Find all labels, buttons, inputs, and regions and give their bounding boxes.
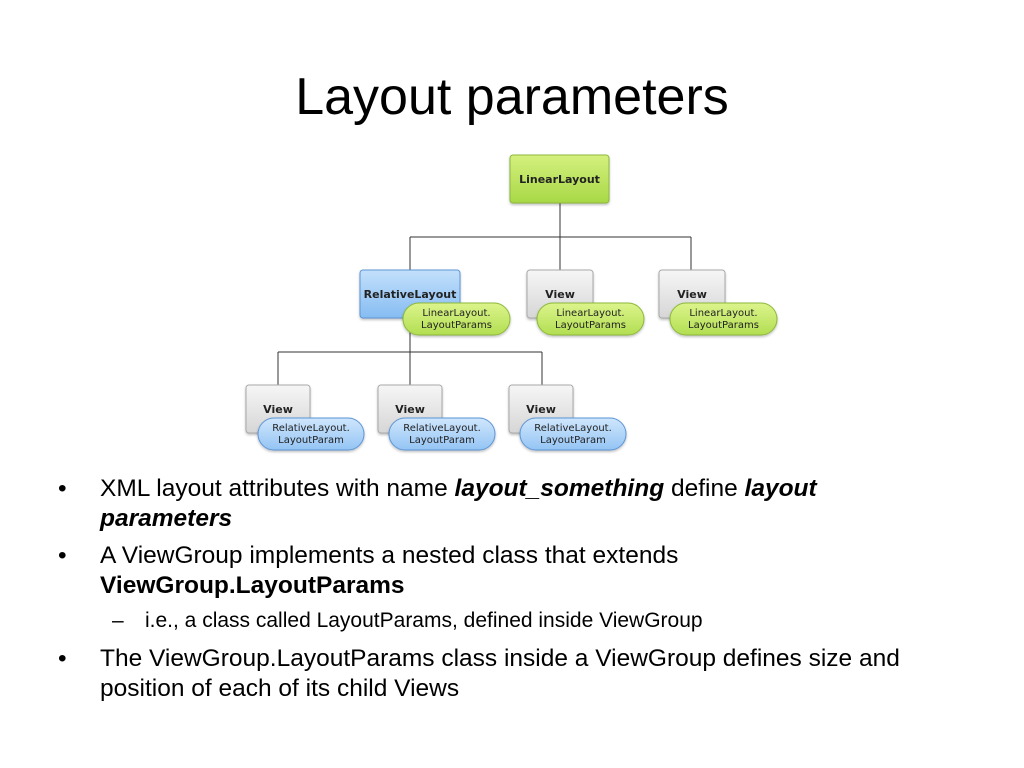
- param-line: LayoutParam: [278, 435, 344, 446]
- param-line: RelativeLayout.: [272, 423, 350, 434]
- param-pill-linearlayout: LinearLayout. LayoutParams: [536, 302, 645, 336]
- param-pill-relativelayout: RelativeLayout. LayoutParam: [519, 417, 627, 451]
- param-line: LayoutParams: [421, 320, 492, 331]
- node-linearlayout-root: LinearLayout: [509, 154, 610, 204]
- param-pill-linearlayout: LinearLayout. LayoutParams: [669, 302, 778, 336]
- text-segment: define: [664, 475, 745, 502]
- param-line: LinearLayout.: [689, 308, 757, 319]
- slide-title: Layout parameters: [295, 68, 729, 126]
- bullet-marker: •: [58, 475, 67, 502]
- bullet-text: A ViewGroup implements a nested class th…: [100, 541, 950, 601]
- param-line: LayoutParam: [409, 435, 475, 446]
- emphasis-term: ViewGroup.LayoutParams: [100, 572, 405, 599]
- node-label: View: [526, 403, 556, 416]
- emphasis-term: layout parameters: [100, 475, 817, 532]
- param-line: LayoutParams: [688, 320, 759, 331]
- connector-lines: [277, 203, 692, 385]
- param-line: LayoutParam: [540, 435, 606, 446]
- param-line: RelativeLayout.: [534, 423, 612, 434]
- param-line: LayoutParams: [555, 320, 626, 331]
- param-pill-relativelayout: RelativeLayout. LayoutParam: [388, 417, 496, 451]
- emphasis-term: layout_something: [454, 475, 665, 502]
- text-segment: A ViewGroup implements a nested class th…: [100, 542, 679, 569]
- node-label: View: [545, 288, 575, 301]
- sub-bullet-marker: –: [112, 609, 124, 632]
- param-line: RelativeLayout.: [403, 423, 481, 434]
- param-line: LinearLayout.: [422, 308, 490, 319]
- param-line: LinearLayout.: [556, 308, 624, 319]
- param-pill-relativelayout: RelativeLayout. LayoutParam: [257, 417, 365, 451]
- bullet-marker: •: [58, 645, 67, 672]
- bullet-marker: •: [58, 542, 67, 569]
- node-label: LinearLayout: [519, 173, 600, 186]
- layout-hierarchy-diagram: LinearLayout RelativeLayout LinearLayout…: [245, 154, 778, 451]
- text-segment: XML layout attributes with name: [100, 475, 455, 502]
- node-label: RelativeLayout: [364, 288, 457, 301]
- node-label: View: [263, 403, 293, 416]
- node-label: View: [677, 288, 707, 301]
- bullet-text: The ViewGroup.LayoutParams class inside …: [100, 645, 900, 702]
- param-pill-linearlayout: LinearLayout. LayoutParams: [402, 302, 511, 336]
- sub-bullet-text: i.e., a class called LayoutParams, defin…: [145, 609, 703, 632]
- node-label: View: [395, 403, 425, 416]
- bullet-text: XML layout attributes with name layout_s…: [100, 474, 950, 534]
